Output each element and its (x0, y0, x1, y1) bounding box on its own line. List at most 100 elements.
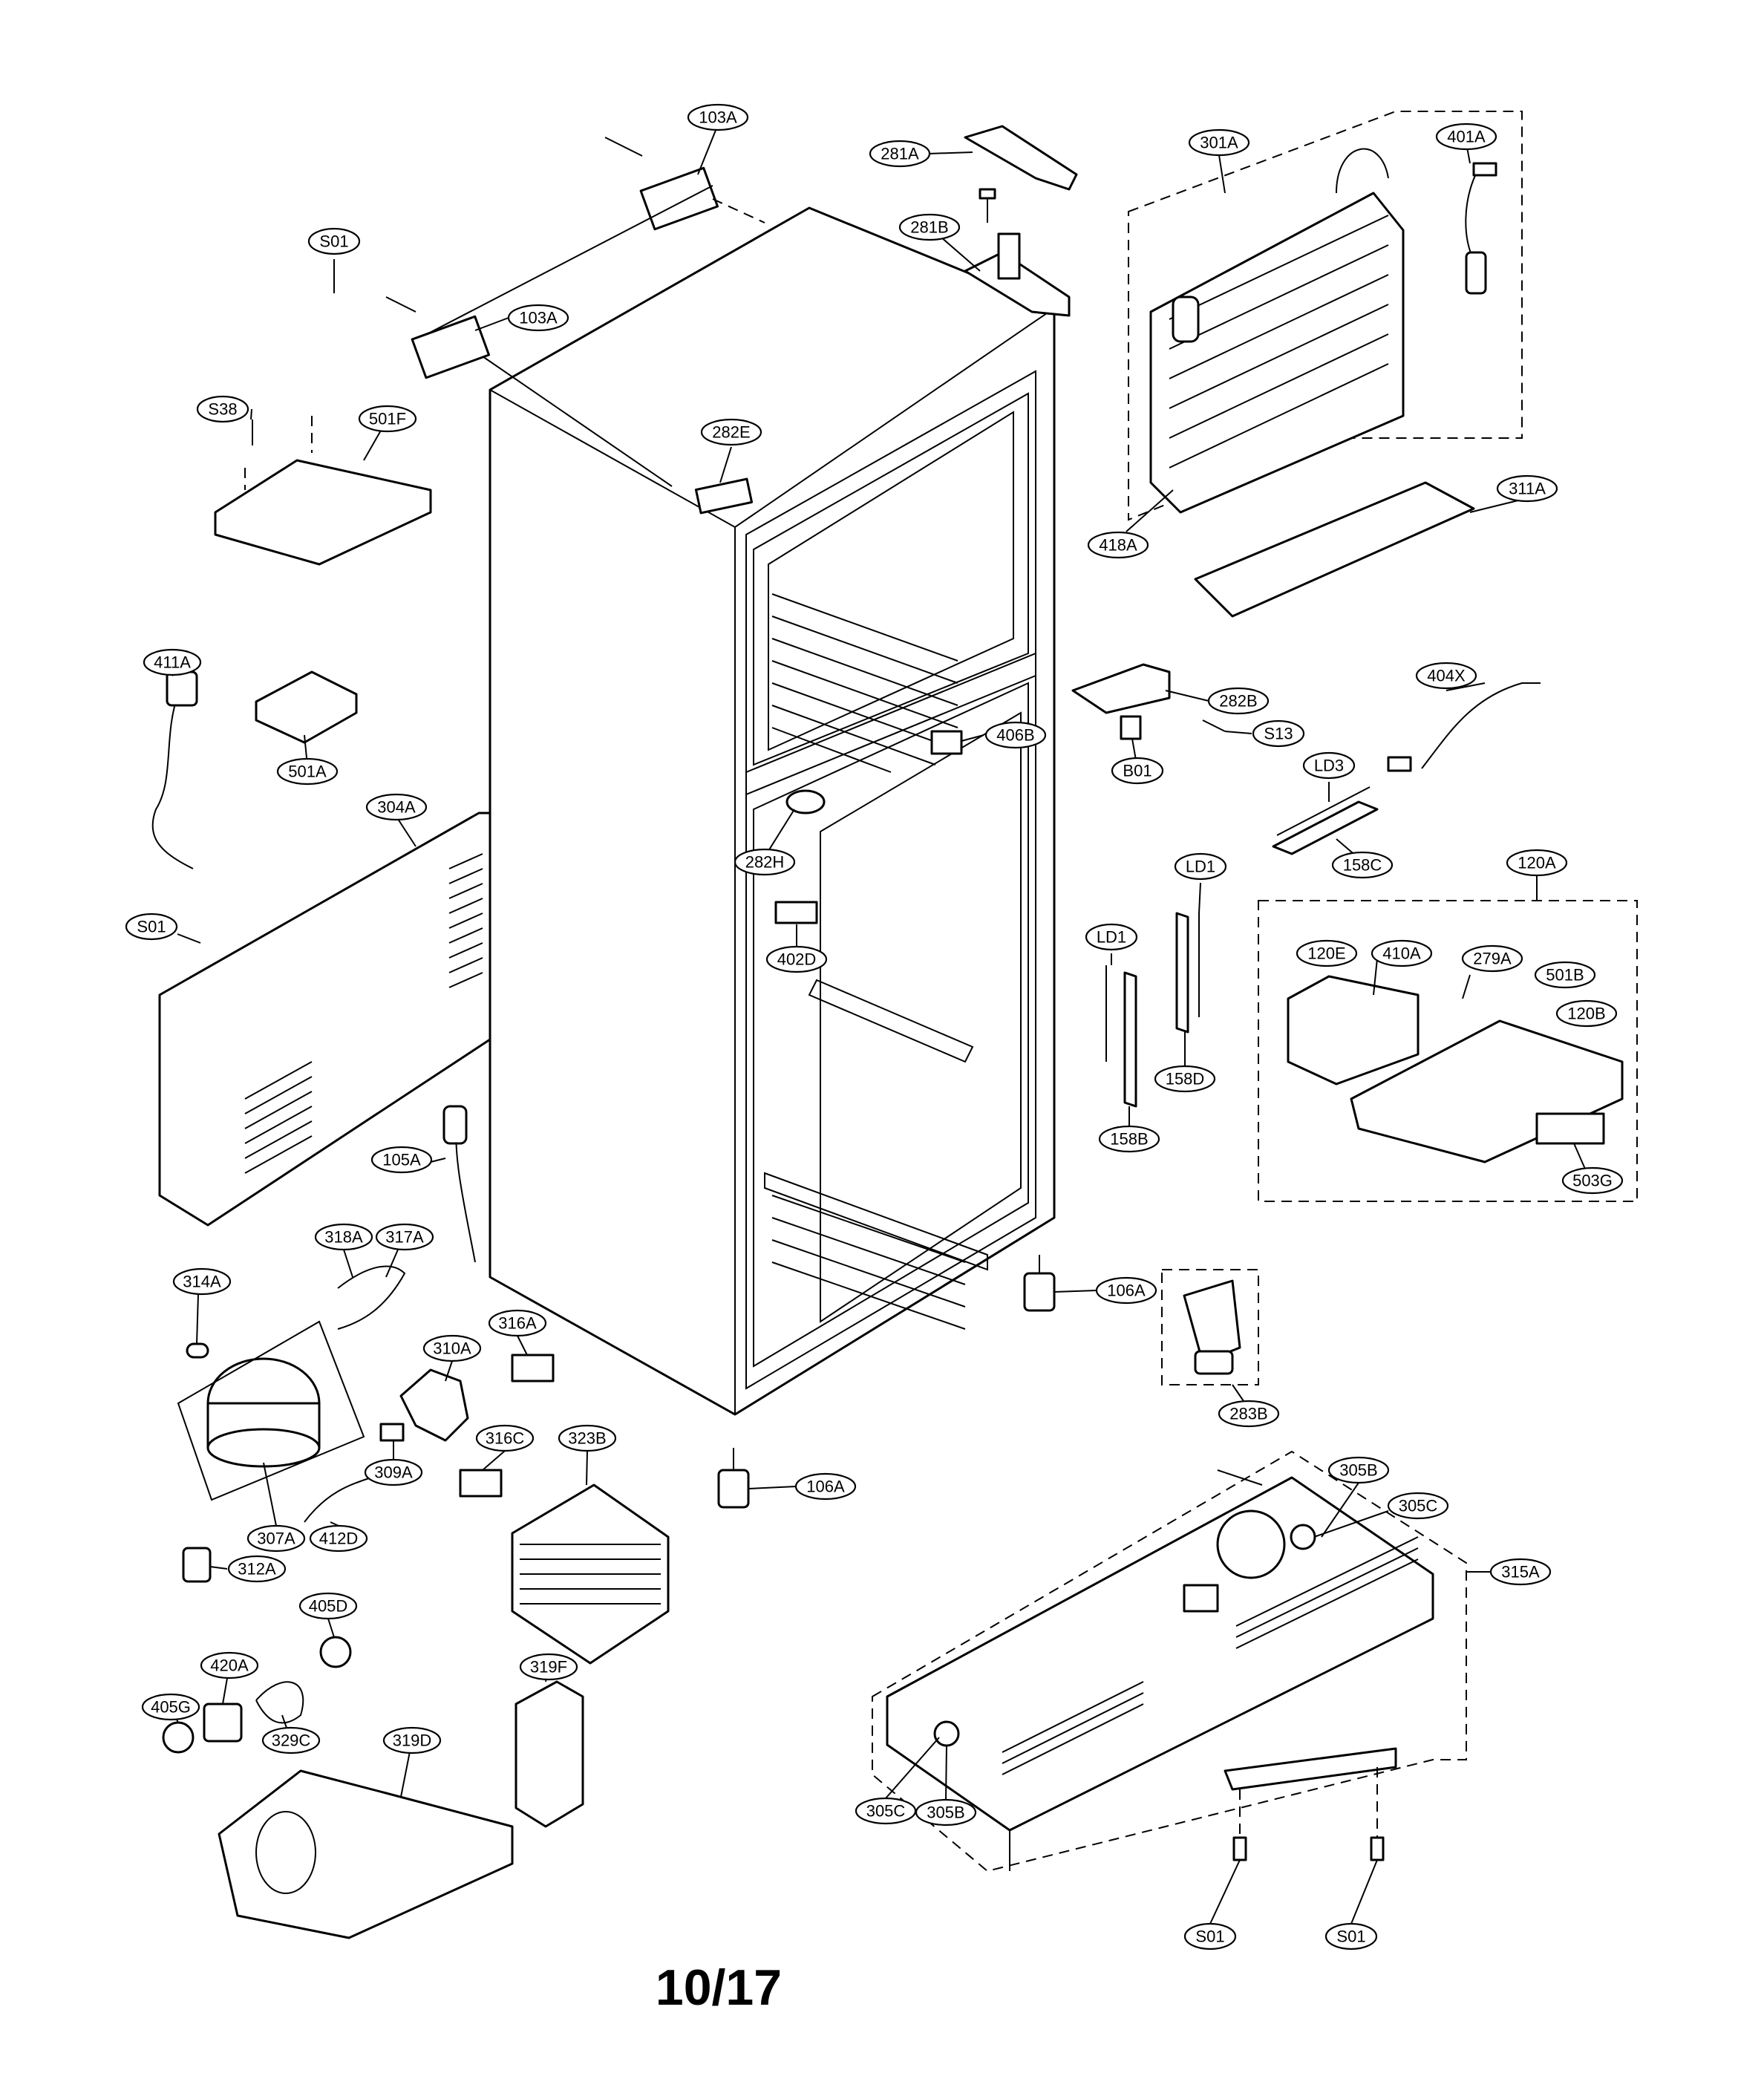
label-402D: 402D (765, 945, 828, 973)
label-106A-bottom: 106A (794, 1472, 857, 1501)
label-text: 312A (238, 1560, 276, 1579)
label-text: 281B (910, 218, 948, 237)
label-text: S38 (208, 400, 237, 419)
label-418A: 418A (1087, 531, 1149, 559)
label-text: 282E (712, 423, 750, 442)
label-282H: 282H (734, 848, 796, 876)
label-405D: 405D (298, 1592, 358, 1620)
label-text: 411A (154, 653, 191, 672)
label-311A: 311A (1496, 474, 1558, 503)
label-158B: 158B (1098, 1125, 1160, 1153)
label-text: 305C (1399, 1497, 1438, 1515)
label-412D: 412D (309, 1524, 368, 1553)
label-282B: 282B (1207, 687, 1270, 715)
label-120E: 120E (1296, 939, 1358, 967)
label-text: 418A (1099, 536, 1137, 555)
label-text: S01 (137, 918, 166, 936)
label-501A: 501A (276, 757, 339, 786)
label-text: B01 (1123, 762, 1152, 780)
label-text: 319F (530, 1658, 567, 1677)
label-309A: 309A (364, 1458, 423, 1486)
label-text: 501B (1546, 966, 1584, 985)
page-number: 10/17 (656, 1959, 782, 2016)
label-S38: S38 (196, 395, 249, 423)
label-319D: 319D (382, 1726, 442, 1754)
label-text: 316C (486, 1429, 525, 1448)
label-305C-top: 305C (1387, 1492, 1449, 1520)
label-401A: 401A (1435, 123, 1497, 151)
label-316C: 316C (475, 1424, 535, 1452)
label-312A: 312A (227, 1555, 287, 1583)
label-text: 103A (699, 108, 737, 127)
base-plate (872, 1450, 1467, 1873)
label-text: 329C (272, 1731, 311, 1750)
label-282E: 282E (700, 418, 762, 446)
label-105A: 105A (370, 1146, 433, 1174)
label-text: 105A (382, 1151, 421, 1169)
top-hinge-parts (214, 125, 1078, 566)
evaporator-assembly (1128, 111, 1523, 618)
label-103A-mid: 103A (507, 304, 569, 332)
fan-assembly (162, 1636, 584, 1939)
label-text: 106A (806, 1478, 845, 1496)
label-text: 315A (1501, 1563, 1540, 1581)
label-329C: 329C (261, 1726, 321, 1754)
label-316A: 316A (488, 1309, 547, 1337)
label-text: 305B (1339, 1461, 1377, 1480)
label-text: 318A (324, 1228, 363, 1247)
label-301A: 301A (1188, 128, 1250, 157)
label-text: 305C (866, 1802, 906, 1821)
label-LD1-a: LD1 (1174, 852, 1227, 881)
label-420A: 420A (200, 1651, 259, 1679)
label-S01-bottom-left: S01 (1183, 1922, 1237, 1951)
label-314A: 314A (172, 1267, 232, 1296)
label-text: 282H (745, 853, 785, 872)
ice-maker-group (1105, 682, 1638, 1202)
left-side-parts (151, 670, 491, 1263)
compressor-group (177, 1265, 670, 1665)
label-text: 305B (927, 1803, 964, 1822)
leveling-foot (717, 1255, 1056, 1509)
label-158D: 158D (1154, 1065, 1216, 1093)
label-text: 405D (309, 1597, 348, 1616)
label-text: 501A (288, 763, 327, 781)
label-text: 501F (369, 410, 406, 428)
label-501B: 501B (1534, 961, 1596, 989)
label-text: 279A (1473, 950, 1512, 968)
label-text: 311A (1509, 480, 1546, 498)
label-106A-right: 106A (1095, 1276, 1157, 1305)
label-305C-bottom: 305C (855, 1797, 917, 1825)
label-120A: 120A (1506, 849, 1568, 877)
label-B01: B01 (1111, 757, 1164, 785)
label-text: 158D (1166, 1070, 1205, 1088)
label-410A: 410A (1371, 939, 1433, 967)
label-279A: 279A (1461, 944, 1523, 973)
label-text: 406B (996, 726, 1034, 745)
label-406B: 406B (984, 721, 1047, 749)
label-text: 404X (1427, 667, 1466, 685)
label-text: 314A (183, 1273, 221, 1291)
label-text: S13 (1264, 725, 1293, 743)
label-text: 307A (257, 1530, 295, 1548)
label-text: 309A (374, 1463, 413, 1482)
label-LD1-b: LD1 (1085, 923, 1138, 951)
label-319F: 319F (519, 1653, 578, 1681)
label-text: 304A (377, 798, 416, 817)
label-404X: 404X (1415, 662, 1477, 690)
label-158C: 158C (1331, 851, 1394, 879)
cabinet-body (489, 206, 1056, 1416)
label-text: S01 (319, 232, 348, 251)
label-307A: 307A (246, 1524, 306, 1553)
label-text: LD3 (1314, 757, 1344, 775)
label-281A: 281A (869, 140, 931, 168)
label-text: 103A (519, 309, 558, 327)
label-103A-top: 103A (687, 103, 749, 131)
label-text: S01 (1195, 1927, 1224, 1946)
label-S01-left: S01 (125, 913, 178, 941)
label-text: 281A (881, 145, 919, 163)
label-S01-top: S01 (307, 227, 361, 255)
label-text: 317A (385, 1228, 424, 1247)
label-503G: 503G (1561, 1166, 1624, 1195)
label-text: 319D (393, 1731, 432, 1750)
